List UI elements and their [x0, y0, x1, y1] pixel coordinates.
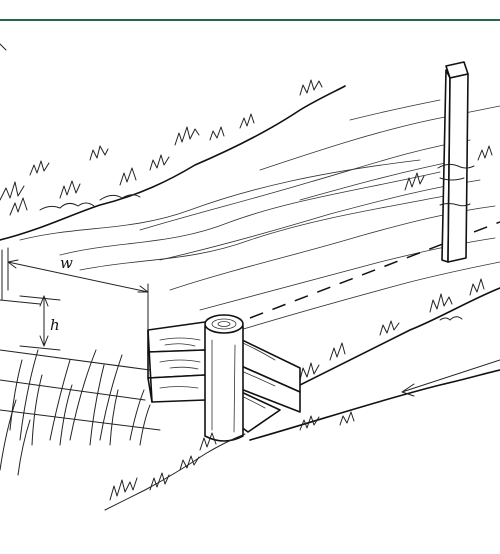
- flow-arrow: [401, 359, 500, 397]
- far-stake-grass: [404, 172, 425, 191]
- near-bank-grass: [299, 278, 485, 431]
- top-rule: [0, 19, 500, 21]
- far-stake-grass-2: [477, 145, 493, 161]
- height-dimension: [19, 295, 61, 351]
- far-bank-grass: [0, 79, 323, 216]
- near-bank-lower-edge: [249, 369, 500, 441]
- foreground-grass: [0, 349, 246, 511]
- near-bank-edge: [289, 287, 500, 391]
- width-dimension: [7, 247, 149, 331]
- corner-tick: [0, 43, 7, 51]
- far-stake: [437, 61, 475, 263]
- width-label: w: [60, 254, 73, 272]
- check-dam-post: [204, 314, 244, 442]
- height-label: h: [50, 316, 60, 334]
- far-bank-ridge: [0, 85, 346, 241]
